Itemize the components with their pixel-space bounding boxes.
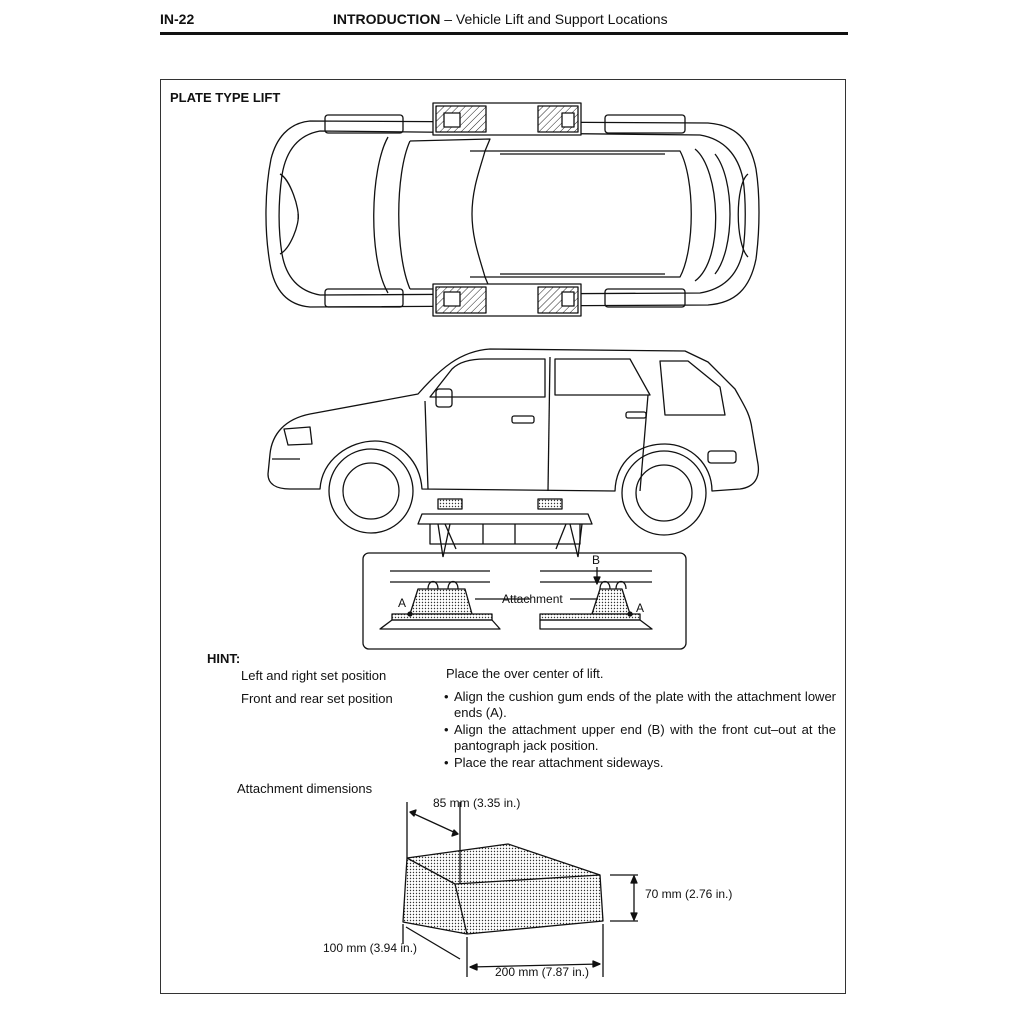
header-section: INTRODUCTION: [333, 11, 441, 27]
side-view-vehicle: [267, 348, 760, 536]
dim-length: 200 mm (7.87 in.): [495, 965, 589, 979]
front-rear-set-label: Front and rear set position: [241, 691, 393, 706]
attachment-label: Attachment: [502, 592, 563, 606]
hint-label: HINT:: [207, 651, 241, 666]
attachment-dimension-drawing: [402, 802, 638, 977]
instruction-item: Align the cushion gum ends of the plate …: [444, 689, 836, 721]
instruction-item: Align the attachment upper end (B) with …: [444, 722, 836, 754]
lift-diagram: B A A Attachment 85 mm (3.35 in.) 70 mm …: [265, 102, 760, 979]
top-view-lift-plate-upper: [432, 102, 582, 136]
figure-title: PLATE TYPE LIFT: [170, 90, 281, 105]
top-view-vehicle: [265, 114, 760, 308]
page-number: IN-22: [160, 11, 195, 27]
dim-depth: 100 mm (3.94 in.): [323, 941, 417, 955]
dim-height: 70 mm (2.76 in.): [645, 887, 732, 901]
header-rule: [160, 32, 848, 35]
callout-a-left: A: [398, 596, 406, 610]
page-header-title: INTRODUCTION – Vehicle Lift and Support …: [333, 11, 668, 27]
instruction-item: Place the rear attachment sideways.: [444, 755, 836, 771]
header-subtitle: – Vehicle Lift and Support Locations: [440, 11, 668, 27]
front-rear-instructions: Align the cushion gum ends of the plate …: [444, 689, 836, 772]
callout-b: B: [592, 553, 600, 567]
left-right-set-value: Place the over center of lift.: [446, 666, 604, 681]
top-view-lift-plate-lower: [432, 283, 582, 317]
left-right-set-label: Left and right set position: [241, 668, 387, 683]
side-view-lift-platform: [417, 498, 593, 558]
dim-top-width: 85 mm (3.35 in.): [433, 796, 520, 810]
figure-frame: [160, 79, 846, 994]
callout-a-right: A: [636, 601, 644, 615]
attachment-dimensions-title: Attachment dimensions: [237, 781, 373, 796]
attachment-detail: [362, 552, 687, 650]
